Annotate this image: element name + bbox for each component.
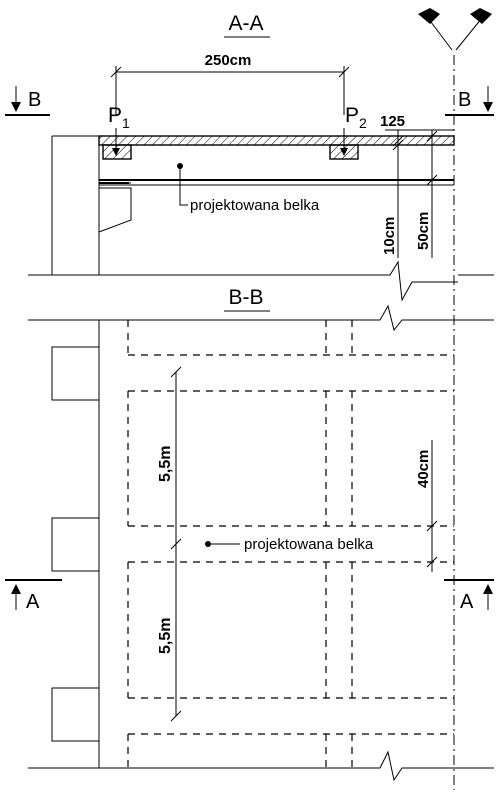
dim-55-lower-label: 5,5m [157,618,174,654]
top-line-bb [28,304,494,332]
beam-marker-dot-bb [205,541,211,547]
load-p2-label: P2 [345,104,367,131]
load-p1-label: P1 [108,104,130,131]
beam-label-aa: projektowana belka [190,197,320,214]
section-marker-b-left: B [5,86,50,116]
marker-a-left-label: A [26,591,40,613]
section-marker-a-left: A [5,579,62,613]
marker-b-right-label: B [458,89,471,111]
section-bb-title: B-B [228,286,263,309]
dim-250-label: 250cm [205,52,252,69]
dashed-joists [127,320,353,768]
section-marker-b-right: B [445,86,494,116]
section-aa-title: A-A [228,12,263,35]
marker-a-right-label: A [460,591,474,613]
section-aa: A-A 250cm B B P [5,8,494,790]
slab [98,135,455,186]
bottom-line-bb [28,750,494,782]
column-2 [51,517,100,572]
column-3 [51,687,100,742]
column-1 [51,346,100,401]
support-wall [51,135,132,275]
section-bb: B-B [5,286,494,782]
beam-label-bb: projektowana belka [244,536,374,553]
dim-125-label: 125 [380,113,405,130]
dashed-beams [128,354,454,735]
flags-symbol [418,8,492,51]
dim-40-label: 40cm [415,450,432,488]
dim-50-label: 50cm [415,212,432,250]
dim-55-upper-label: 5,5m [157,446,174,482]
dim-10-label: 10cm [381,217,398,255]
marker-b-left-label: B [28,89,41,111]
section-marker-a-right: A [444,579,494,613]
ground-line-aa [28,260,458,302]
